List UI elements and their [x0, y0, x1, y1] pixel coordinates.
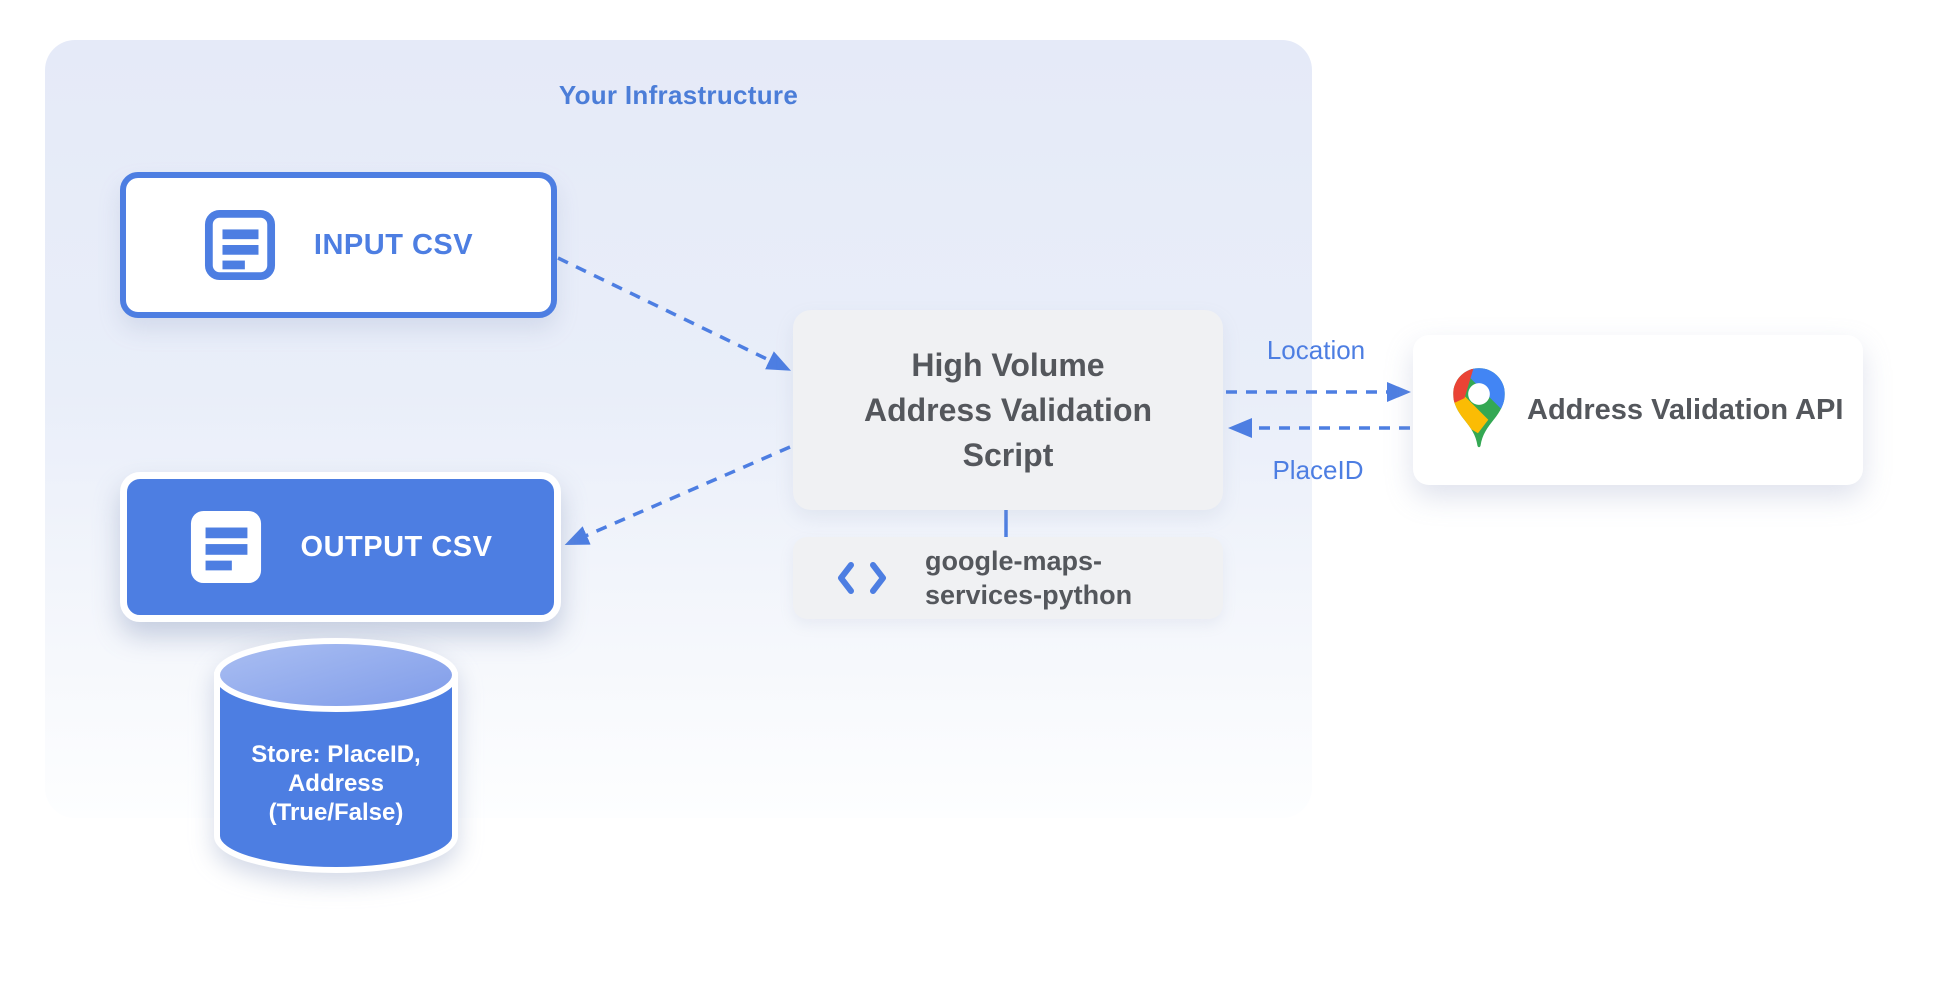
output-csv-node: OUTPUT CSV — [120, 472, 561, 622]
input-csv-node: INPUT CSV — [120, 172, 557, 318]
library-node: google-maps- services-python — [793, 537, 1223, 619]
infrastructure-label: Your Infrastructure — [558, 80, 799, 110]
code-icon — [838, 562, 886, 594]
placeid-edge-label: PlaceID — [1272, 455, 1364, 485]
document-icon — [204, 209, 275, 281]
api-label: Address Validation API — [1527, 393, 1844, 426]
datastore-cylinder — [214, 638, 458, 873]
library-label: google-maps- services-python — [925, 546, 1133, 610]
output-csv-label: OUTPUT CSV — [300, 530, 493, 563]
google-maps-pin-icon — [1453, 367, 1505, 447]
document-icon — [190, 510, 261, 584]
datastore-label: Store: PlaceID, Address (True/False) — [251, 741, 421, 826]
script-node: High Volume Address Validation Script — [793, 310, 1223, 510]
location-edge-label: Location — [1266, 335, 1366, 365]
script-label: High Volume Address Validation Script — [863, 346, 1153, 473]
api-node: Address Validation API — [1413, 335, 1863, 485]
input-csv-label: INPUT CSV — [313, 228, 474, 261]
